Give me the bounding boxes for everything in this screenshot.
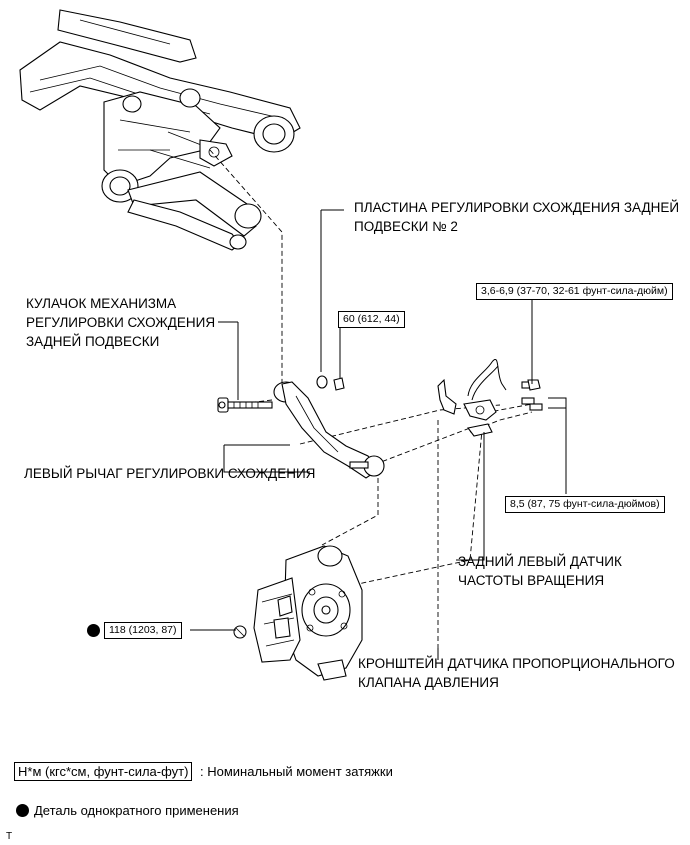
label-toe-cam: КУЛАЧОК МЕХАНИЗМА РЕГУЛИРОВКИ СХОЖДЕНИЯ … [26,296,216,349]
toe-arm-illustration [273,375,385,479]
knuckle-hub-illustration [233,545,363,681]
leader-lines [190,209,567,660]
legend-unit-box: Н*м (кгс*см, фунт-сила-фут) [14,762,193,781]
one-time-use-marker [87,624,100,637]
legend-one-time-text: Деталь однократного применения [34,803,239,818]
torque-box-3-6: 3,6-6,9 (37-70, 32-61 фунт-сила-дюйм) [476,283,673,300]
torque-box-60: 60 (612, 44) [338,311,405,328]
label-toe-plate: ПЛАСТИНА РЕГУЛИРОВКИ СХОЖДЕНИЯ ЗАДНЕЙ ПО… [354,200,680,234]
legend-one-time-dot [16,804,29,817]
label-valve-bracket: КРОНШТЕЙН ДАТЧИКА ПРОПОРЦИОНАЛЬНОГО КЛАП… [358,656,675,690]
label-toe-arm: ЛЕВЫЙ РЫЧАГ РЕГУЛИРОВКИ СХОЖДЕНИЯ [24,466,316,481]
legend-unit-description: : Номинальный момент затяжки [200,764,393,779]
label-speed-sensor: ЗАДНИЙ ЛЕВЫЙ ДАТЧИК ЧАСТОТЫ ВРАЩЕНИЯ [458,554,622,588]
subframe-illustration [19,9,301,251]
torque-box-8-5: 8,5 (87, 75 фунт-сила-дюймов) [505,496,665,513]
speed-sensor-illustration [437,359,543,437]
toe-cam-bolt [217,397,273,413]
footer-mark: T [6,831,13,842]
torque-box-118: 118 (1203, 87) [104,622,182,639]
